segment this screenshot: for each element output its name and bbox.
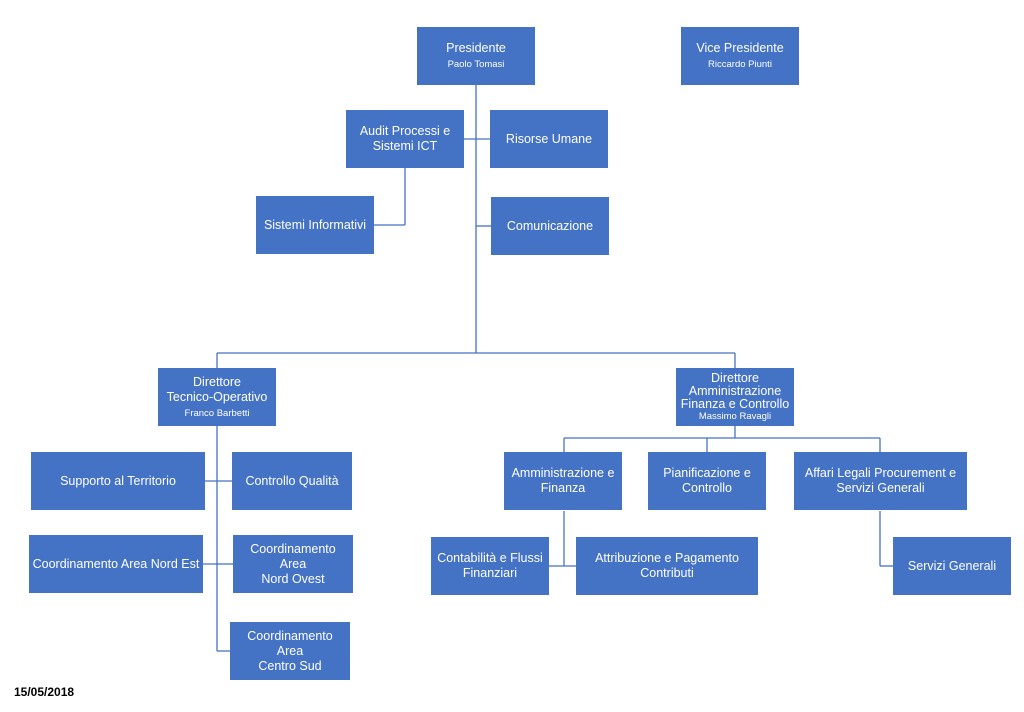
node-pianificazione: Pianificazione e Controllo xyxy=(648,452,766,510)
node-title: Pianificazione e Controllo xyxy=(663,466,751,495)
node-direttore-tecnico: Direttore Tecnico-Operativo Franco Barbe… xyxy=(158,368,276,426)
node-presidente: Presidente Paolo Tomasi xyxy=(417,27,535,85)
node-title: Attribuzione e Pagamento Contributi xyxy=(595,551,739,580)
node-affari-legali: Affari Legali Procurement e Servizi Gene… xyxy=(794,452,967,510)
node-title: Affari Legali Procurement e Servizi Gene… xyxy=(804,466,957,495)
node-title: Risorse Umane xyxy=(505,131,593,146)
node-title: Coordinamento Area Nord Est xyxy=(32,556,200,571)
node-title: Sistemi Informativi xyxy=(263,217,367,232)
node-vice-presidente: Vice Presidente Riccardo Piunti xyxy=(681,27,799,85)
node-title: Coordinamento Area Nord Ovest xyxy=(250,541,336,586)
node-title: Presidente xyxy=(446,41,506,55)
node-title: Contabilità e Flussi Finanziari xyxy=(437,551,543,580)
node-person: Franco Barbetti xyxy=(184,407,250,419)
node-audit: Audit Processi e Sistemi ICT xyxy=(346,110,464,168)
node-person: Paolo Tomasi xyxy=(447,59,505,70)
node-amministrazione-finanza: Amministrazione e Finanza xyxy=(504,452,622,510)
node-comunicazione: Comunicazione xyxy=(491,197,609,255)
node-coord-nord-ovest: Coordinamento Area Nord Ovest xyxy=(233,535,353,593)
node-person: Riccardo Piunti xyxy=(708,59,772,70)
node-coord-nord-est: Coordinamento Area Nord Est xyxy=(29,535,203,593)
node-contabilita: Contabilità e Flussi Finanziari xyxy=(431,537,549,595)
node-title: Servizi Generali xyxy=(907,558,997,573)
node-title: Amministrazione e Finanza xyxy=(511,466,615,495)
document-date: 15/05/2018 xyxy=(14,685,75,699)
node-supporto-territorio: Supporto al Territorio xyxy=(31,452,205,510)
node-title: Supporto al Territorio xyxy=(60,473,176,488)
node-title: Comunicazione xyxy=(506,218,594,233)
node-person: Massimo Ravagli xyxy=(698,410,772,422)
node-title: Controllo Qualità xyxy=(245,473,339,488)
node-direttore-amministrazione: Direttore Amministrazione Finanza e Cont… xyxy=(676,368,794,426)
node-title: Direttore Tecnico-Operativo xyxy=(166,374,268,404)
node-title: Audit Processi e Sistemi ICT xyxy=(359,124,451,153)
node-sistemi-informativi: Sistemi Informativi xyxy=(256,196,374,254)
node-title: Vice Presidente xyxy=(696,41,784,55)
node-servizi-generali: Servizi Generali xyxy=(893,537,1011,595)
node-title: Coordinamento Area Centro Sud xyxy=(247,628,333,673)
node-attribuzione: Attribuzione e Pagamento Contributi xyxy=(576,537,758,595)
node-risorse-umane: Risorse Umane xyxy=(490,110,608,168)
node-controllo-qualita: Controllo Qualità xyxy=(232,452,352,510)
node-coord-centro-sud: Coordinamento Area Centro Sud xyxy=(230,622,350,680)
node-title: Direttore Amministrazione Finanza e Cont… xyxy=(680,370,790,411)
